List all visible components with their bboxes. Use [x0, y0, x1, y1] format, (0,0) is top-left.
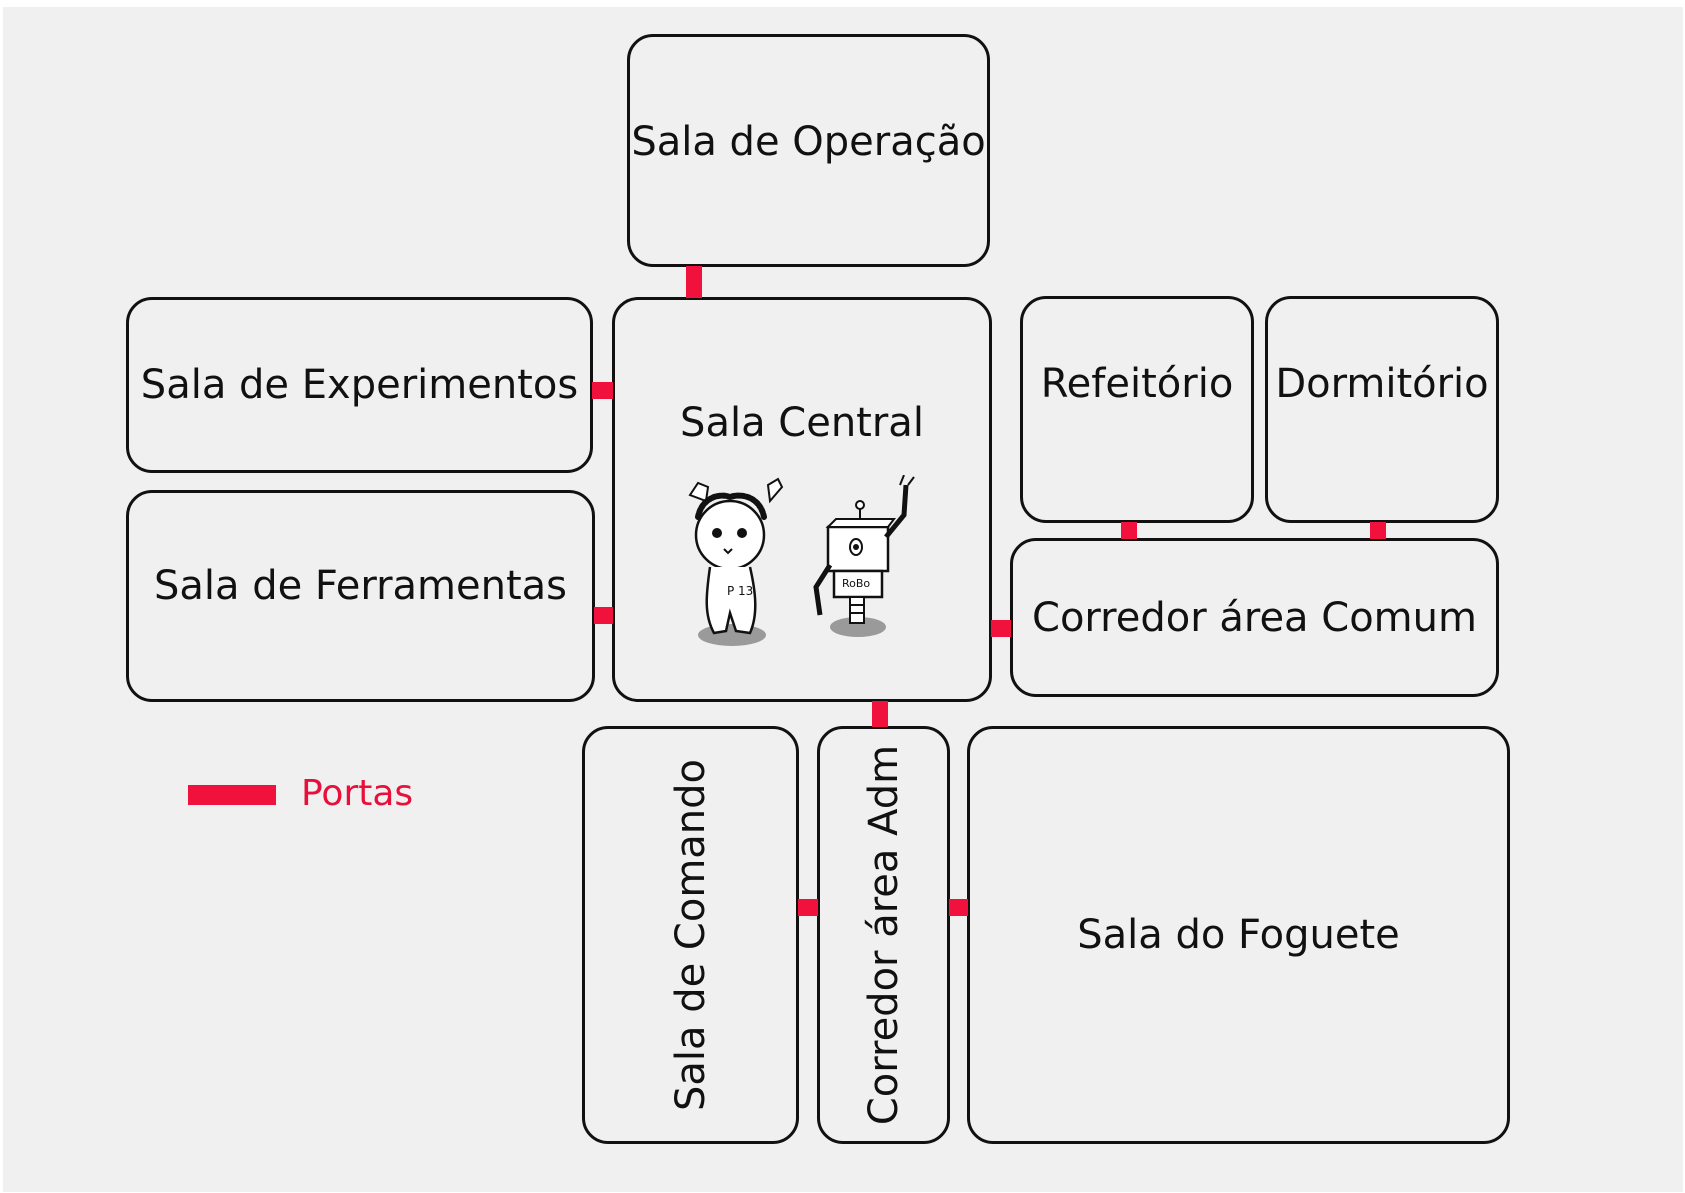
door-dormitorio-corredor — [1370, 522, 1386, 539]
room-sala-de-operacao: Sala de Operação — [627, 34, 990, 267]
room-sala-de-comando: Sala de Comando — [582, 726, 799, 1144]
room-label: Dormitório — [1275, 361, 1489, 407]
legend-door-swatch — [188, 785, 276, 805]
room-label: Corredor área Comum — [1032, 594, 1477, 641]
floor-plan-canvas: Sala de Operação Sala de Experimentos Sa… — [3, 7, 1683, 1192]
characters-illustration: P 13 RoBo — [688, 475, 915, 646]
door-operacao-central — [686, 266, 702, 298]
room-sala-do-foguete: Sala do Foguete — [967, 726, 1510, 1144]
room-refeitorio: Refeitório — [1020, 296, 1254, 523]
door-central-corredor-adm — [872, 701, 888, 727]
room-label: Sala de Comando — [667, 758, 714, 1112]
room-label: Corredor área Adm — [860, 744, 907, 1126]
robot-badge: RoBo — [842, 577, 870, 590]
human-character-icon: P 13 — [688, 477, 784, 646]
legend-label: Portas — [301, 773, 414, 814]
room-label: Sala Central — [680, 400, 924, 446]
door-corredor-adm-foguete — [949, 899, 968, 916]
door-central-corredor-comum — [991, 620, 1011, 637]
room-sala-central: Sala Central P 13 — [612, 297, 992, 702]
room-label: Sala de Experimentos — [140, 362, 579, 408]
door-comando-corredor-adm — [798, 899, 818, 916]
room-label: Sala do Foguete — [1077, 912, 1400, 958]
human-badge: P 13 — [727, 584, 753, 598]
room-label: Sala de Operação — [631, 119, 986, 165]
room-label: Refeitório — [1040, 361, 1234, 407]
room-dormitorio: Dormitório — [1265, 296, 1499, 523]
room-corredor-area-adm: Corredor área Adm — [817, 726, 950, 1144]
door-ferramentas-central — [594, 607, 613, 624]
room-corredor-area-comum: Corredor área Comum — [1010, 538, 1499, 697]
room-sala-de-experimentos: Sala de Experimentos — [126, 297, 593, 473]
robot-character-icon: RoBo — [813, 475, 915, 637]
door-refeitorio-corredor — [1121, 522, 1137, 539]
room-sala-de-ferramentas: Sala de Ferramentas — [126, 490, 595, 702]
room-label: Sala de Ferramentas — [153, 563, 568, 609]
door-experimentos-central — [592, 382, 613, 399]
